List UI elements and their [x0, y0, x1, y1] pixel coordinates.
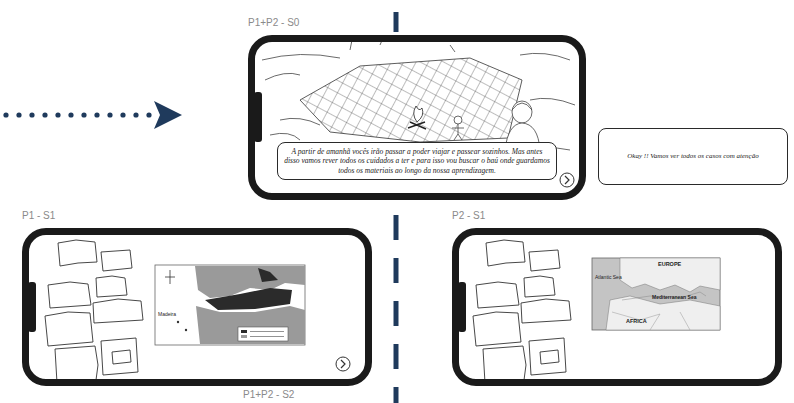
map-left: [155, 265, 305, 345]
scene-sketch: [262, 38, 575, 150]
map-label: Atlantic Sea: [595, 275, 622, 281]
next-button: [560, 173, 574, 187]
next-button: [336, 357, 350, 371]
phone-screen: P1+P2 - S0A partir de amanhã vocês irão …: [248, 35, 586, 200]
phone-screen: P1 - S1: [22, 228, 372, 386]
map-label: Mediterranean Sea: [652, 295, 696, 301]
screen-label: P2 - S1: [452, 210, 485, 221]
map-right: [592, 258, 720, 330]
map-label: EUROPE: [658, 261, 681, 267]
screen-label: P1+P2 - S0: [248, 17, 299, 28]
dotted-arrow: [3, 101, 182, 129]
puzzle-pieces: [473, 240, 571, 383]
phone-screen: P2 - S1: [452, 228, 782, 386]
dialog-text: Okay !! Vamos ver todos os casos com ate…: [627, 152, 758, 161]
map-label: AFRICA: [626, 318, 647, 324]
dialog-box: A partir de amanhã vocês irão passar a p…: [277, 142, 557, 180]
screen-label: P1 - S1: [22, 210, 55, 221]
screen-label: P1+P2 - S2: [243, 389, 294, 400]
puzzle-pieces: [45, 240, 143, 383]
dialog-box: Okay !! Vamos ver todos os casos com ate…: [598, 128, 788, 185]
map-label: Madeira: [158, 312, 176, 318]
dialog-text: A partir de amanhã vocês irão passar a p…: [284, 147, 550, 175]
